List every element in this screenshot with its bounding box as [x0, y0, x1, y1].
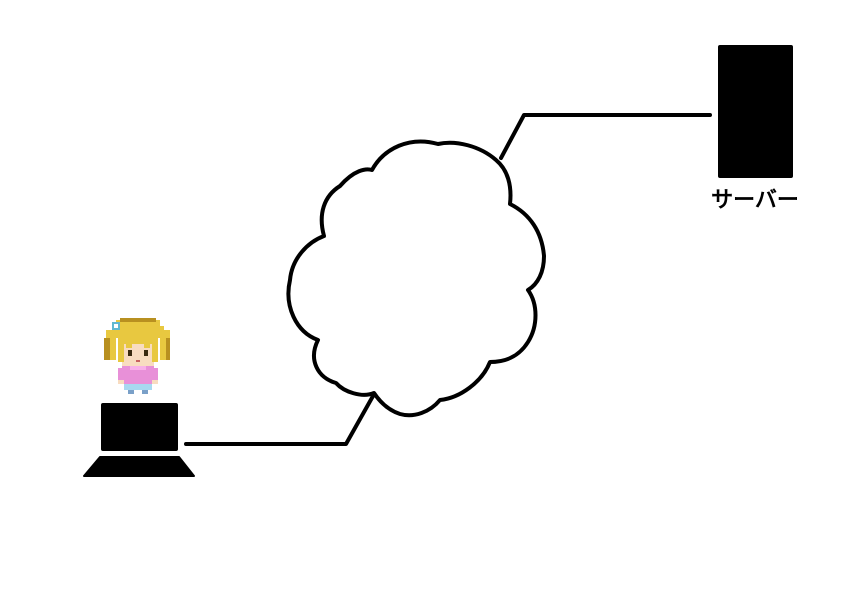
server-connection-line [499, 113, 712, 160]
laptop-icon [83, 403, 195, 477]
cloud-icon [286, 139, 546, 418]
pixel-girl-avatar-icon [104, 318, 170, 394]
server-label: サーバー [711, 188, 799, 213]
client-connection-line [184, 394, 375, 446]
laptop-keyboard-base [83, 456, 195, 477]
server-icon [718, 45, 793, 178]
laptop-screen [101, 403, 178, 451]
